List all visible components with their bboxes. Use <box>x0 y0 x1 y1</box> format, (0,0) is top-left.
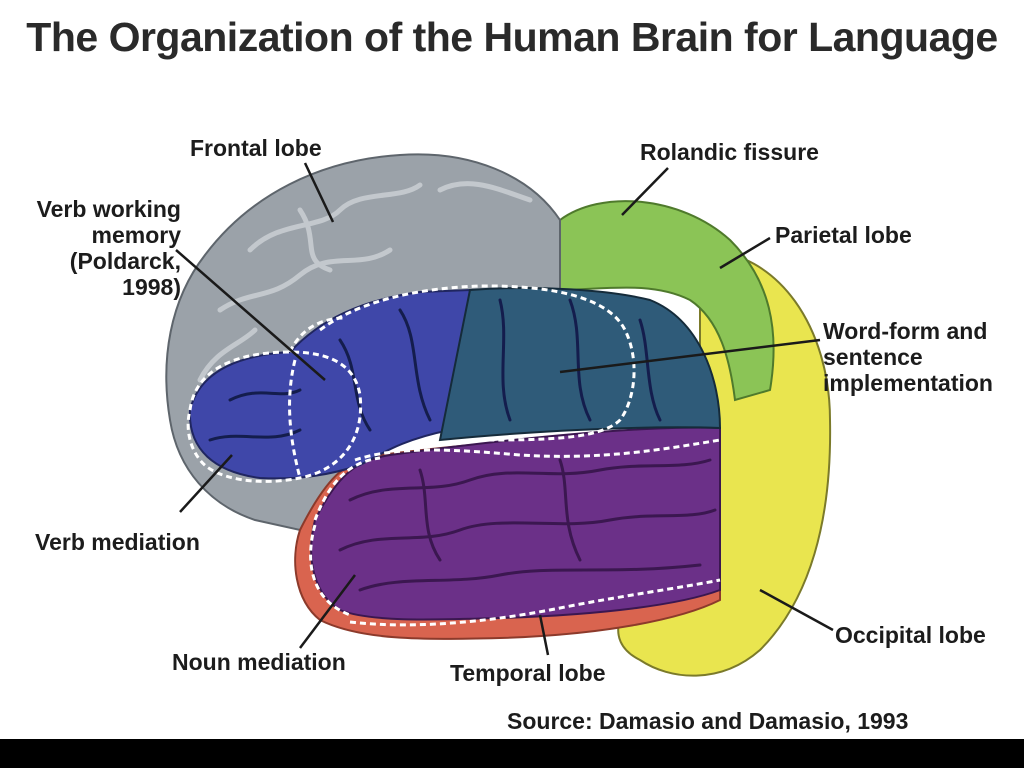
source-citation: Source: Damasio and Damasio, 1993 <box>507 708 909 734</box>
label-occipital-lobe: Occipital lobe <box>835 622 986 648</box>
label-word-form: Word-form and sentence implementation <box>823 318 993 396</box>
verb-region-blue <box>188 288 472 480</box>
dashed-boundaries <box>186 284 721 627</box>
diagram-title: The Organization of the Human Brain for … <box>26 14 998 60</box>
word-form-region-teal <box>438 287 722 442</box>
label-verb-working-memory-line2: memory <box>91 222 181 248</box>
label-verb-mediation: Verb mediation <box>35 529 200 555</box>
label-verb-working-memory-line3: (Poldarck, <box>69 248 181 274</box>
label-verb-working-memory-line4: 1998) <box>122 274 181 300</box>
leader-lines <box>175 162 834 656</box>
label-word-form-line2: sentence <box>823 344 923 370</box>
label-verb-working-memory: Verb working memory (Poldarck, 1998) <box>37 196 181 300</box>
parietal-lobe-region <box>559 200 775 402</box>
upper-folds <box>208 298 662 442</box>
label-noun-mediation: Noun mediation <box>172 649 346 675</box>
label-word-form-line3: implementation <box>823 370 993 396</box>
label-word-form-line1: Word-form and <box>823 318 988 344</box>
bottom-black-bar <box>0 739 1024 768</box>
label-verb-working-memory-line1: Verb working <box>36 196 181 222</box>
label-temporal-lobe: Temporal lobe <box>450 660 606 686</box>
frontal-folds <box>197 181 533 383</box>
label-frontal-lobe: Frontal lobe <box>190 135 322 161</box>
label-rolandic-fissure: Rolandic fissure <box>640 139 819 165</box>
temporal-folds <box>338 458 717 592</box>
label-parietal-lobe: Parietal lobe <box>775 222 912 248</box>
